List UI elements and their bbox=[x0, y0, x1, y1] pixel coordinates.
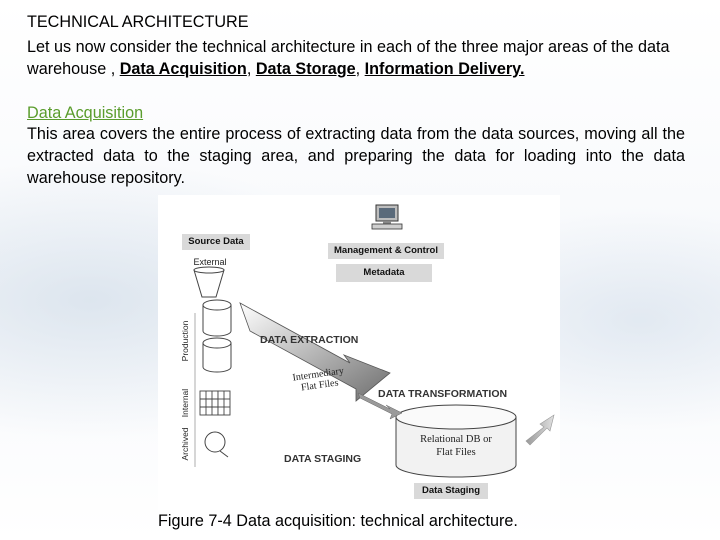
data-transformation-label: DATA TRANSFORMATION bbox=[378, 388, 507, 400]
data-staging-box: Data Staging bbox=[414, 483, 488, 499]
information-delivery-link[interactable]: Information Delivery. bbox=[365, 60, 525, 78]
intro-separator: , bbox=[356, 60, 365, 78]
section-heading: Data Acquisition bbox=[27, 102, 143, 124]
computer-icon bbox=[372, 205, 402, 229]
data-extraction-label: DATA EXTRACTION bbox=[260, 334, 358, 346]
intro-paragraph: Let us now consider the technical archit… bbox=[27, 36, 687, 80]
source-data-box: Source Data bbox=[182, 234, 250, 250]
intro-separator: , bbox=[247, 60, 256, 78]
figure-caption: Figure 7-4 Data acquisition: technical a… bbox=[158, 510, 578, 532]
slide-title: TECHNICAL ARCHITECTURE bbox=[27, 11, 249, 33]
production-cylinder-icon bbox=[203, 300, 231, 336]
external-source-funnel-icon bbox=[194, 267, 224, 297]
data-acquisition-link[interactable]: Data Acquisition bbox=[120, 60, 247, 78]
output-arrow bbox=[526, 415, 554, 445]
internal-source-grid-icon bbox=[200, 391, 230, 415]
section-paragraph: This area covers the entire process of e… bbox=[27, 123, 685, 189]
production-cylinder-icon bbox=[203, 338, 231, 372]
external-label: External bbox=[193, 257, 226, 267]
data-storage-link[interactable]: Data Storage bbox=[256, 60, 356, 78]
metadata-box: Metadata bbox=[336, 264, 432, 282]
archived-label: Archived bbox=[180, 427, 190, 460]
internal-label: Internal bbox=[180, 389, 190, 417]
architecture-figure: Production Internal Archived External DA… bbox=[158, 195, 560, 510]
data-staging-label: DATA STAGING bbox=[284, 453, 361, 465]
archived-tape-icon bbox=[205, 432, 228, 457]
management-control-box: Management & Control bbox=[328, 243, 444, 259]
production-label: Production bbox=[180, 320, 190, 361]
relational-db-label: Relational DB or Flat Files bbox=[416, 433, 496, 459]
